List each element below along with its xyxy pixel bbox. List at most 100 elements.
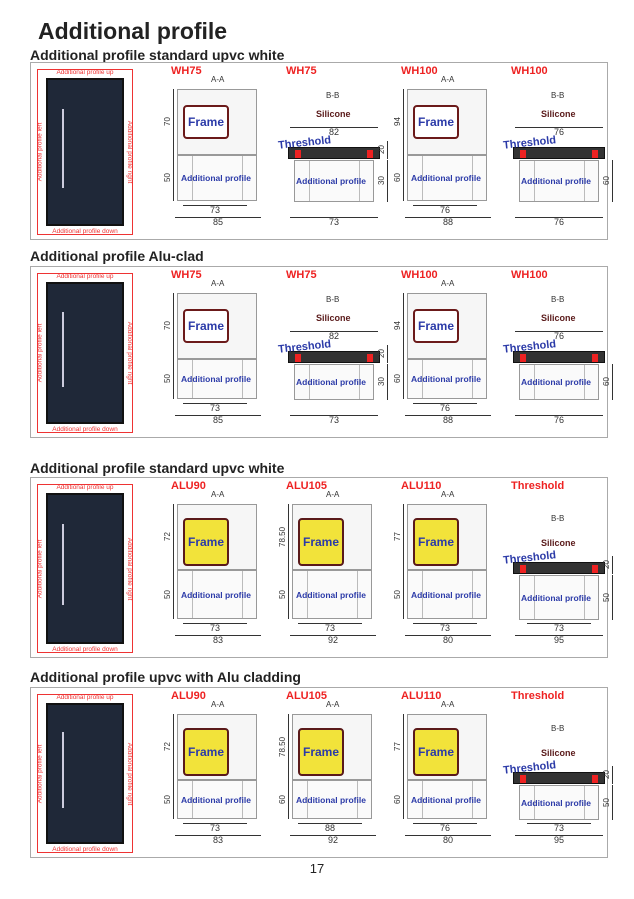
additional-profile-label: Additional profile	[181, 794, 251, 805]
dim-outer: 95	[515, 835, 603, 845]
dim-upper: 72	[163, 714, 174, 780]
dim-outer: 92	[290, 635, 376, 645]
additional-profile-label: Additional profile	[296, 377, 366, 387]
dim-upper: 78.50	[278, 714, 289, 780]
dim-upper: 77	[393, 714, 404, 780]
dim-inner: 73	[183, 205, 247, 215]
model-label: ALU90	[171, 690, 206, 702]
dim-lower: 60	[393, 155, 404, 201]
section-label: B-B	[326, 91, 340, 100]
additional-profile	[177, 155, 257, 201]
dim-outer: 76	[515, 217, 603, 227]
dim-inner: 73	[183, 403, 247, 413]
model-label: WH75	[171, 269, 202, 281]
threshold-profile	[288, 147, 380, 159]
section-label: A-A	[211, 75, 225, 84]
additional-profile-label: Additional profile	[521, 592, 591, 603]
frame-label: Frame	[413, 728, 459, 776]
dim-lower: 50	[602, 575, 613, 620]
dim-threshold: 20	[602, 556, 613, 574]
frame-label: Frame	[413, 105, 459, 139]
threshold-profile	[513, 772, 605, 784]
additional-profile-label: Additional profile	[181, 374, 251, 384]
dim-top: 76	[515, 127, 603, 137]
frame-label: Frame	[413, 309, 459, 343]
door-leaf	[46, 703, 124, 844]
dim-lower: 50	[602, 785, 613, 820]
dim-lower: 60	[602, 160, 613, 202]
dim-inner: 76	[413, 823, 477, 833]
additional-profile	[177, 359, 257, 399]
additional-profile	[407, 359, 487, 399]
threshold-profile	[513, 147, 605, 159]
silicone-label: Silicone	[541, 748, 576, 758]
dim-inner: 73	[183, 823, 247, 833]
dim-lower: 50	[278, 570, 289, 619]
dim-threshold: 20	[377, 141, 388, 159]
threshold-profile	[288, 351, 380, 363]
dim-lower: 50	[163, 780, 174, 819]
model-label: WH75	[171, 65, 202, 77]
dim-outer: 95	[515, 635, 603, 645]
additional-profile-label: Additional profile	[521, 176, 591, 186]
dim-lower: 50	[163, 570, 174, 619]
dim-lower: 60	[393, 780, 404, 819]
section-title: Additional profile Alu-clad	[30, 248, 204, 264]
frame-label: Frame	[298, 518, 344, 566]
frame-label: Frame	[183, 518, 229, 566]
dim-outer: 73	[290, 415, 378, 425]
section-label: B-B	[551, 514, 565, 523]
additional-profile	[519, 364, 599, 400]
additional-profile-label: Additional profile	[296, 176, 366, 186]
additional-profile	[519, 575, 599, 620]
additional-profile	[519, 160, 599, 202]
profile-section: Additional profile up Additional profile…	[30, 477, 613, 658]
dim-inner: 76	[413, 403, 477, 413]
section-label: A-A	[211, 279, 225, 288]
dim-upper: 94	[393, 293, 404, 359]
threshold-profile	[513, 351, 605, 363]
dim-lower: 60	[602, 364, 613, 400]
section-title: Additional profile standard upvc white	[30, 47, 285, 63]
dim-inner: 73	[527, 823, 591, 833]
section-label: A-A	[326, 490, 340, 499]
additional-profile	[294, 364, 374, 400]
model-label: ALU110	[401, 480, 442, 492]
door-leaf	[46, 493, 124, 644]
profile-section: Additional profile up Additional profile…	[30, 687, 613, 858]
dim-lower: 50	[163, 359, 174, 399]
dim-upper: 78.50	[278, 504, 289, 570]
model-label: ALU105	[286, 690, 327, 702]
additional-profile-label: Additional profile	[411, 794, 481, 805]
additional-profile-label: Additional profile	[296, 794, 366, 805]
dim-lower: 30	[377, 160, 388, 202]
dim-lower: 50	[393, 570, 404, 619]
dim-inner: 88	[298, 823, 362, 833]
dim-outer: 80	[405, 635, 491, 645]
label-down: Additional profile down	[52, 646, 118, 653]
dim-inner: 73	[298, 623, 362, 633]
dim-outer: 88	[405, 217, 491, 227]
silicone-label: Silicone	[316, 109, 351, 119]
additional-profile-label: Additional profile	[296, 589, 366, 600]
frame-label: Frame	[413, 518, 459, 566]
additional-profile-label: Additional profile	[521, 797, 591, 808]
section-label: A-A	[441, 700, 455, 709]
dim-top: 82	[290, 331, 378, 341]
silicone-label: Silicone	[541, 313, 576, 323]
frame-label: Frame	[183, 105, 229, 139]
silicone-label: Silicone	[316, 313, 351, 323]
dim-outer: 85	[175, 415, 261, 425]
dim-outer: 83	[175, 835, 261, 845]
dim-outer: 76	[515, 415, 603, 425]
additional-profile-label: Additional profile	[411, 374, 481, 384]
